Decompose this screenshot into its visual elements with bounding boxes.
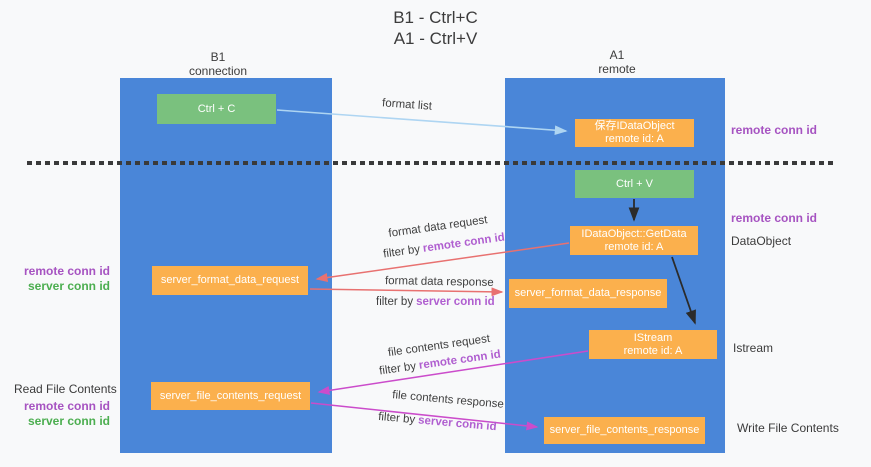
diagram-title: B1 - Ctrl+C A1 - Ctrl+V	[0, 7, 871, 49]
lane-header-a1: A1 remote	[547, 48, 687, 76]
title-line-2: A1 - Ctrl+V	[393, 29, 478, 48]
dataobject-label: DataObject	[731, 234, 792, 248]
lane-a1-role: remote	[598, 62, 636, 76]
filter-by-text: filter by	[378, 360, 417, 378]
server-format-data-response-box: server_format_data_response	[509, 279, 667, 308]
save-dataobject-box: 保存IDataObject remote id: A	[575, 119, 694, 147]
ctrl-c-box: Ctrl + C	[157, 94, 276, 124]
server-format-data-request-box: server_format_data_request	[152, 266, 308, 295]
filter-by-text: filter by	[376, 296, 414, 308]
write-file-contents-label: Write File Contents	[737, 421, 839, 435]
server-file-contents-request-box: server_file_contents_request	[151, 382, 310, 410]
istream-line2: remote id: A	[623, 344, 683, 357]
phase-divider-dashed-line	[27, 161, 833, 165]
format-data-response-label: format data response	[384, 275, 494, 289]
left-remote-conn-id-label-2: remote conn id	[23, 399, 110, 413]
save-dataobject-line1: 保存IDataObject	[594, 120, 675, 132]
read-file-contents-label: Read File Contents	[14, 382, 117, 396]
ctrl-v-box: Ctrl + V	[575, 170, 694, 198]
lane-header-b1: B1 connection	[148, 50, 288, 78]
save-dataobject-line2: remote id: A	[605, 133, 664, 145]
title-line-1: B1 - Ctrl+C	[393, 8, 478, 27]
istream-line1: IStream	[633, 331, 673, 344]
getdata-line2: remote id: A	[604, 240, 664, 253]
remote-conn-id-key: remote conn id	[422, 231, 506, 255]
filter-by-text: filter by	[382, 243, 421, 261]
format-list-label: format list	[381, 97, 433, 113]
server-conn-id-key: server conn id	[417, 414, 497, 434]
istream-box: IStream remote id: A	[589, 330, 717, 359]
remote-conn-id-label-top: remote conn id	[731, 123, 818, 137]
file-contents-response-label: file contents response	[391, 389, 505, 411]
left-remote-conn-id-label-1: remote conn id	[23, 264, 110, 278]
idataobject-getdata-box: IDataObject::GetData remote id: A	[570, 226, 698, 255]
lane-a1-name: A1	[609, 48, 625, 62]
server-file-contents-response-box: server_file_contents_response	[544, 417, 705, 444]
istream-label: Istream	[733, 341, 774, 355]
lane-b1-name: B1	[210, 50, 226, 64]
format-data-response-arrow	[309, 287, 504, 297]
left-server-conn-id-label-1: server conn id	[27, 279, 110, 293]
lane-b1-role: connection	[188, 64, 248, 78]
getdata-line1: IDataObject::GetData	[581, 227, 687, 240]
left-server-conn-id-label-2: server conn id	[27, 414, 110, 428]
server-conn-id-key: server conn id	[416, 296, 495, 308]
filter-by-text: filter by	[377, 410, 416, 427]
remote-conn-id-label-mid: remote conn id	[731, 211, 818, 225]
